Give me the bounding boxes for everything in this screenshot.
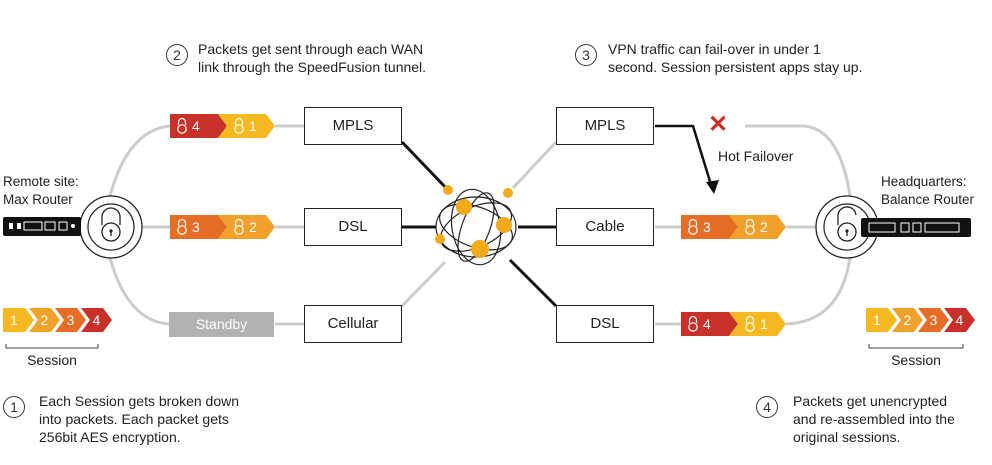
lock-icon [177, 117, 187, 134]
packet-number: 2 [904, 312, 912, 328]
packet-right-dsl-4: 4 [681, 312, 738, 336]
step-1-text: Each Session gets broken down into packe… [39, 393, 240, 445]
packet-number: 3 [67, 312, 75, 328]
unlock-shackle [837, 206, 857, 225]
packet-number: 4 [192, 118, 200, 134]
lock-icon [745, 315, 755, 332]
right-cable-box: Cable [556, 208, 654, 246]
session-right-packet-2: 2 [892, 308, 923, 332]
packet-number: 1 [760, 316, 768, 332]
packet-number: 2 [760, 219, 768, 235]
lock-shackle [101, 207, 121, 225]
cloud-node [435, 234, 445, 244]
step-2-badge: 2 [166, 44, 188, 66]
packet-number: 2 [41, 312, 49, 328]
left-trunk-upper [108, 124, 171, 197]
lock-icon [745, 218, 755, 235]
lock-icon [234, 117, 244, 134]
lock-icon [234, 218, 244, 235]
balance-router-device [861, 218, 971, 237]
packet-left-mpls-4: 4 [170, 114, 227, 138]
packet-number: 1 [249, 118, 257, 134]
packet-right-dsl-1: 1 [729, 312, 786, 336]
packet-left-dsl-2: 2 [218, 215, 275, 239]
cloud-node [496, 217, 512, 233]
packet-left-mpls-1: 1 [218, 114, 275, 138]
session-left-packet-4: 4 [81, 308, 112, 332]
failover-arrow [655, 124, 714, 189]
packet-right-cable-2: 2 [729, 215, 786, 239]
hq-site-label: Headquarters: Balance Router [881, 174, 975, 207]
packet-number: 4 [703, 316, 711, 332]
speedfusion-cloud [435, 185, 517, 266]
left-session-bracket [5, 344, 99, 349]
cloud-to-right-mpls [511, 140, 558, 190]
max-router-device [3, 217, 81, 236]
cloud-node [443, 185, 453, 195]
cell-to-cloud [400, 260, 447, 308]
packet-right-cable-3: 3 [681, 215, 738, 239]
packet-left-dsl-3: 3 [170, 215, 227, 239]
right-mpls-box: MPLS [556, 107, 654, 145]
packet-number: 2 [249, 219, 257, 235]
cloud-node [471, 240, 489, 258]
session-right-packet-4: 4 [944, 308, 975, 332]
step-3-badge: 3 [575, 44, 597, 66]
session-right-packet-1: 1 [866, 308, 897, 332]
cloud-node [503, 188, 513, 198]
session-left-packet-3: 3 [55, 308, 86, 332]
right-trunk-upper [804, 124, 852, 197]
step-3-text: VPN traffic can fail-over in under 1 sec… [608, 41, 863, 75]
x-icon: ✕ [708, 111, 729, 138]
remote-router-lock [79, 195, 143, 259]
step-2-text: Packets get sent through each WAN link t… [198, 41, 427, 75]
step-4-text: Packets get unencrypted and re-assembled… [793, 393, 955, 445]
packet-number: 4 [956, 312, 964, 328]
right-trunk-lower [785, 257, 852, 326]
standby-bar: Standby [169, 312, 274, 337]
remote-site-label: Remote site: Max Router [3, 174, 79, 207]
session-left-packet-2: 2 [29, 308, 60, 332]
left-mpls-box: MPLS [304, 107, 402, 145]
packet-number: 3 [192, 219, 200, 235]
session-left-packet-1: 1 [3, 308, 34, 332]
right-session-bracket [868, 344, 964, 349]
session-right-packet-3: 3 [918, 308, 949, 332]
cloud-node [456, 199, 472, 215]
packet-number: 1 [873, 312, 881, 328]
hot-failover-label: Hot Failover [718, 148, 794, 164]
right-dsl-box: DSL [556, 305, 654, 343]
left-trunk-lower [108, 257, 171, 326]
lock-icon [177, 218, 187, 235]
packet-number: 1 [10, 312, 18, 328]
packet-number: 4 [93, 312, 101, 328]
step-1-badge: 1 [3, 396, 25, 418]
lock-icon [688, 315, 698, 332]
cloud-to-right-dsl [508, 258, 558, 308]
failover-arrowhead [706, 180, 719, 194]
lock-icon [688, 218, 698, 235]
left-session-label: Session [27, 352, 77, 368]
hq-router-unlock [815, 195, 879, 259]
step-4-badge: 4 [756, 396, 778, 418]
right-session-label: Session [891, 352, 941, 368]
left-dsl-box: DSL [304, 208, 402, 246]
packet-number: 3 [703, 219, 711, 235]
left-cellular-box: Cellular [304, 305, 402, 343]
packet-number: 3 [930, 312, 938, 328]
packet-layer: 4 1 3 2 3 2 4 1 1 2 3 4 1 2 3 4 [3, 114, 975, 336]
left-mpls-to-cloud [400, 140, 450, 192]
